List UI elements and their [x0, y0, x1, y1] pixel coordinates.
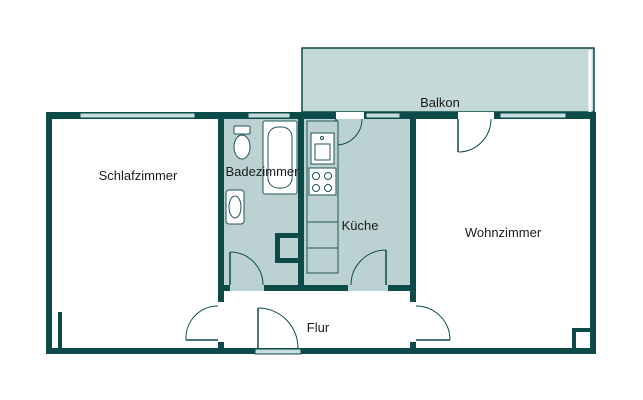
bathtub-icon [262, 120, 298, 195]
bathroom-label: Badezimmer [226, 164, 300, 179]
door-living-room[interactable] [410, 302, 451, 342]
stove-icon [308, 167, 337, 196]
door-bedroom[interactable] [185, 302, 224, 342]
door-kitchen[interactable] [348, 249, 388, 291]
balcony-area [301, 47, 595, 113]
door-bathroom[interactable] [229, 251, 264, 291]
kitchen-sink-icon [310, 132, 335, 165]
entrance-door[interactable] [257, 307, 299, 349]
bedroom-label: Schlafzimmer [99, 168, 178, 183]
balcony-door-living[interactable] [457, 112, 494, 153]
washbasin-icon [225, 189, 245, 225]
hallway-label: Flur [307, 320, 330, 335]
outer-walls [46, 112, 596, 354]
windows [79, 112, 567, 355]
toilet-icon [233, 125, 251, 160]
balcony-label: Balkon [420, 95, 460, 110]
kitchen-label: Küche [342, 218, 379, 233]
living-room-label: Wohnzimmer [465, 225, 542, 240]
